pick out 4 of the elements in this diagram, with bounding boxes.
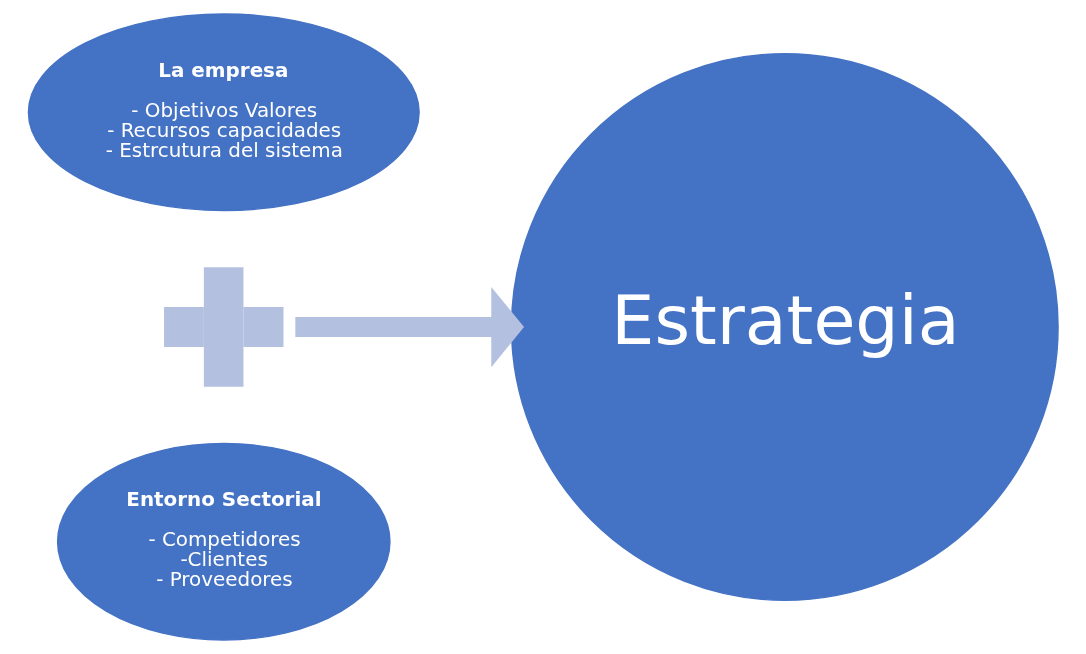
node-circle: Estrategia	[510, 53, 1059, 601]
arrow	[294, 286, 524, 368]
node-ellipse: La empresa - Objetivos Valores - Recursos capacidades - Estrcutura del sistema	[27, 13, 420, 212]
node-ellipse: Entorno Sectorial - Competidores -Clientes - Proveedores	[56, 442, 391, 641]
